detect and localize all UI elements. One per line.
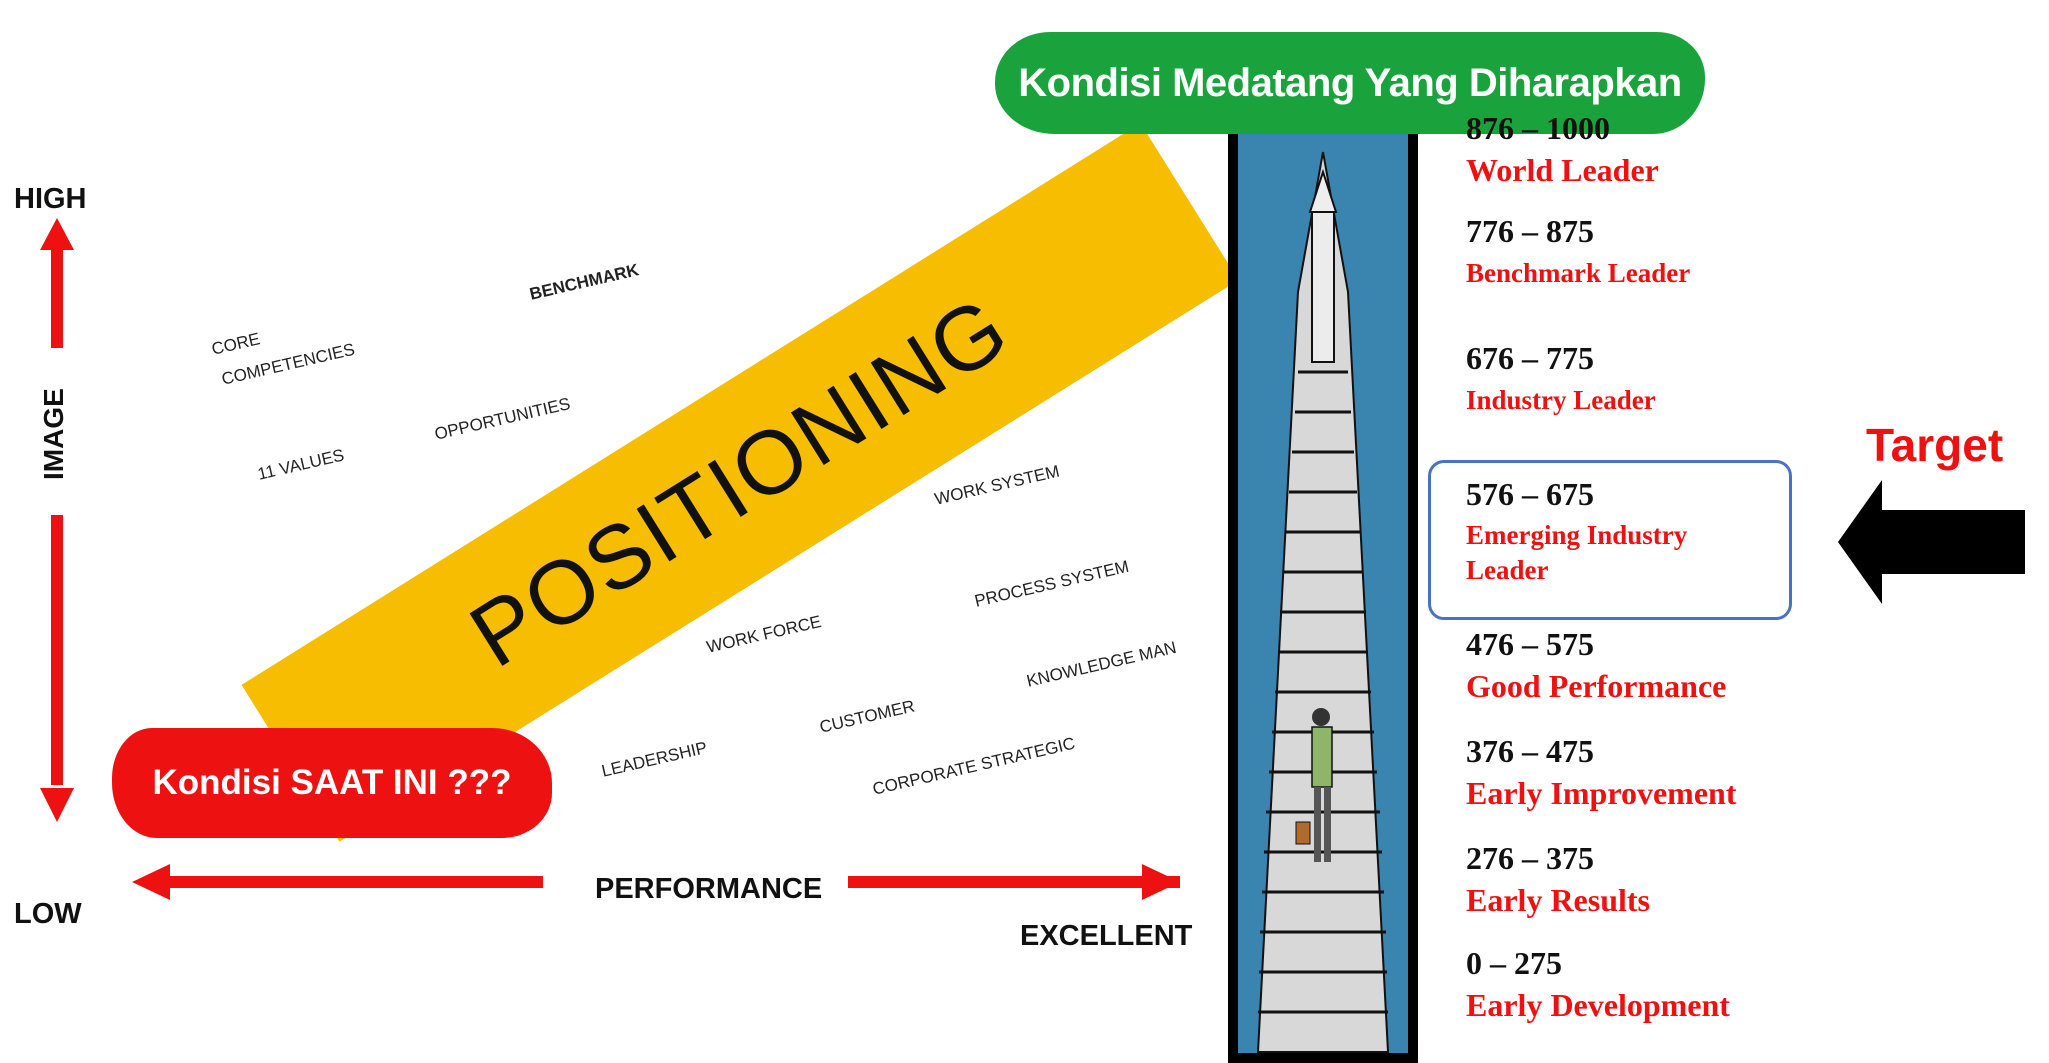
person-icon <box>1295 708 1333 862</box>
level-range-4: 576 – 675 <box>1466 476 1594 512</box>
level-name-2: Benchmark Leader <box>1466 258 1691 288</box>
future-condition-banner: Kondisi Medatang Yang Diharapkan <box>995 32 1705 134</box>
level-name-4: Emerging Industry <box>1466 520 1688 550</box>
level-name-3: Industry Leader <box>1466 385 1656 415</box>
level-name-5: Good Performance <box>1466 668 1727 704</box>
level-range-5: 476 – 575 <box>1466 626 1594 662</box>
axis-high-label: HIGH <box>14 183 87 215</box>
performance-left-arrow <box>132 864 543 900</box>
level-name-1: World Leader <box>1466 152 1659 188</box>
level-name-4b: Leader <box>1466 555 1549 585</box>
level-range-7: 276 – 375 <box>1466 840 1594 876</box>
level-name-6: Early Improvement <box>1466 775 1737 811</box>
current-condition-banner: Kondisi SAAT INI ??? <box>112 728 552 838</box>
level-range-1: 876 – 1000 <box>1466 110 1610 146</box>
axis-excellent-label: EXCELLENT <box>1020 920 1193 952</box>
axis-performance-label: PERFORMANCE <box>595 873 823 905</box>
image-down-arrow <box>40 515 74 822</box>
target-arrow-icon <box>1838 480 2025 604</box>
ladder-illustration <box>1228 112 1418 1063</box>
level-range-2: 776 – 875 <box>1466 213 1594 249</box>
axis-image-label: IMAGE <box>38 388 69 480</box>
level-range-6: 376 – 475 <box>1466 733 1594 769</box>
image-up-arrow <box>40 218 74 348</box>
level-name-8: Early Development <box>1466 987 1730 1023</box>
performance-right-arrow <box>848 864 1180 900</box>
axis-low-label: LOW <box>14 898 82 930</box>
level-name-7: Early Results <box>1466 882 1650 918</box>
target-label: Target <box>1866 419 2004 471</box>
level-range-8: 0 – 275 <box>1466 945 1562 981</box>
level-range-3: 676 – 775 <box>1466 340 1594 376</box>
target-highlight-box <box>1428 460 1792 620</box>
